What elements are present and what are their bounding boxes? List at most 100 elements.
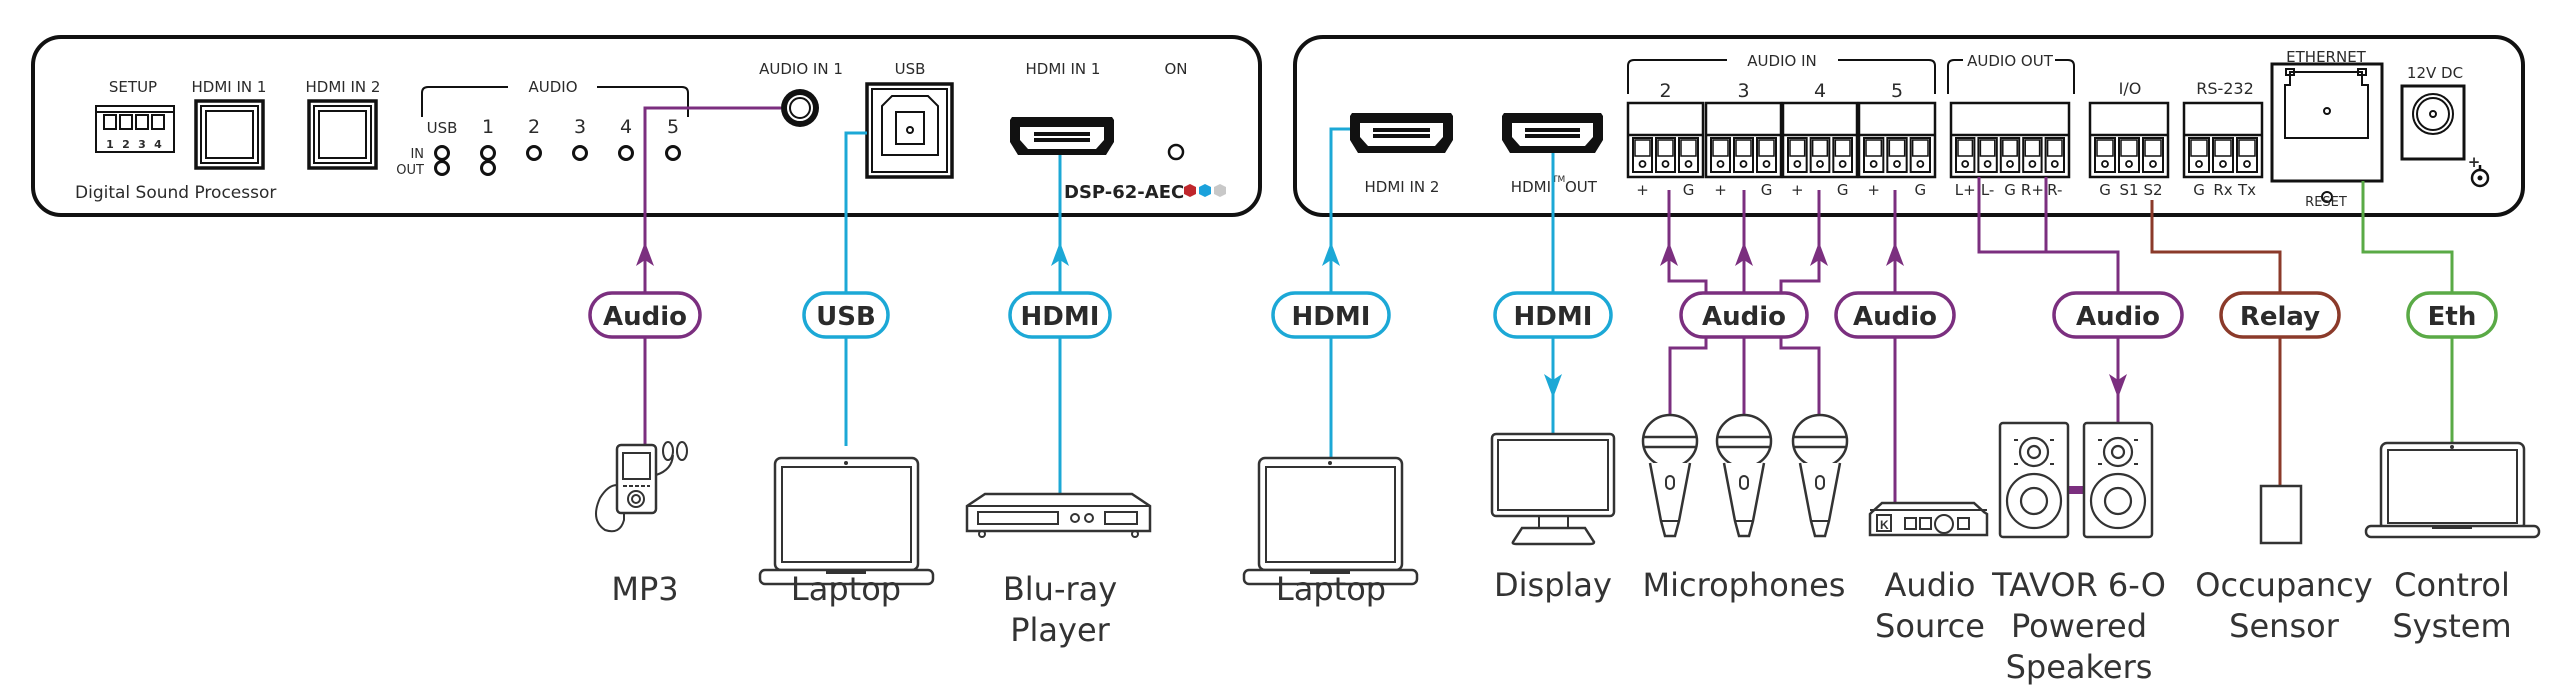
pin-label: + [1791,181,1804,199]
power-jack[interactable]: 12V DC + [2400,64,2490,188]
device-label: Speakers [2006,648,2153,686]
device-label: Microphones [1643,566,1846,604]
brand-dot-red [1184,184,1196,197]
microphones-icon[interactable] [1641,413,1849,538]
bluray-player-icon[interactable] [965,492,1152,538]
microphone-icon [1641,413,1699,538]
audio-source-icon[interactable]: K [1868,501,1989,537]
hdmi-in1-port[interactable]: HDMI IN 1 [1010,60,1114,155]
out-label: OUT [396,163,424,178]
audio-in1-label: AUDIO IN 1 [759,60,843,78]
display-monitor-icon[interactable] [1490,432,1616,546]
pin-label: + [1867,181,1880,199]
signal-pill-audio: Audio [1834,291,1956,339]
device-label: Laptop [1276,570,1386,608]
pin-label: S2 [2143,181,2162,199]
hdmi-in2-port-label: HDMI IN 2 [1365,178,1440,196]
device-label: Sensor [2229,607,2340,645]
model-label: DSP-62-AEC [1064,182,1184,203]
audio-ch-5: 5 [667,116,679,138]
device-label: Display [1494,566,1612,604]
pin-label: G [1837,181,1849,199]
laptop-icon[interactable] [1242,456,1419,586]
device-label: Player [1010,611,1110,649]
device-label: Occupancy [2195,566,2372,604]
hdmi-in1-button-label: HDMI IN 1 [192,78,267,96]
device-label: Powered [2011,607,2147,645]
audio-cable-mic-1b [1668,337,1708,416]
hdmi-in2-select-button[interactable]: HDMI IN 2 [306,78,381,170]
setup-dip-switch[interactable]: SETUP 1 2 3 4 [95,78,175,153]
ethernet-label: ETHERNET [2286,48,2367,66]
signal-pill-label: USB [816,302,876,332]
usb-port[interactable]: USB [865,60,954,179]
brand-dot-gray [1214,184,1226,197]
mp3-player-icon[interactable] [595,441,688,533]
signal-pill-label: HDMI [1514,302,1593,332]
occupancy-sensor-icon[interactable] [2259,484,2303,545]
control-system-laptop-icon[interactable] [2364,441,2541,539]
pin-label: R- [2047,181,2062,199]
hdmi-in2-port[interactable]: HDMI IN 2 [1350,113,1453,196]
front-panel: SETUP 1 2 3 4 HDMI IN 1 HDMI IN 2 Digit [31,35,1262,217]
device-label: System [2392,607,2511,645]
ethernet-port[interactable]: ETHERNET [2270,48,2384,183]
audio-in-channel-number: 4 [1814,80,1826,102]
hdmi-in1-select-button[interactable]: HDMI IN 1 [192,78,267,170]
powered-speakers-icon[interactable] [1998,421,2154,539]
audio-in-4-terminal[interactable]: + G 4 [1781,80,1859,199]
arrow-up-icon [1660,242,1678,266]
arrow-up-icon [1051,242,1069,266]
power-label: 12V DC [2407,64,2463,82]
audio-in1-jack[interactable]: AUDIO IN 1 [759,60,843,127]
audio-in-channel-number: 2 [1659,80,1671,102]
signal-pill-audio: Audio [2052,291,2184,339]
pin-label: R+ [2021,181,2044,199]
hdmi-in1-port-label: HDMI IN 1 [1026,60,1101,78]
relay-cable-sensor [2150,200,2282,486]
signal-pill-hdmi: HDMI [1271,291,1391,339]
signal-pill-label: Relay [2240,302,2320,332]
pin-label: L+ [1955,181,1976,199]
device-label: Blu-ray [1003,570,1117,608]
arrow-up-icon [636,242,654,266]
hdmi-trademark: TM [1551,175,1565,185]
rs232-label: RS-232 [2196,79,2254,98]
arrow-up-icon [1810,242,1828,266]
audio-out-label: AUDIO OUT [1967,52,2054,70]
on-label: ON [1164,60,1187,78]
audio-ch-1: 1 [482,116,494,138]
pin-label: Tx [2237,181,2256,199]
signal-pill-hdmi: HDMI [1008,291,1112,339]
signal-pill-hdmi: HDMI [1493,291,1613,339]
audio-in-3-terminal[interactable]: +G3 [1704,80,1783,199]
hdmi-in2-button-label: HDMI IN 2 [306,78,381,96]
laptop-icon[interactable] [758,456,935,586]
hdmi-out-port[interactable]: HDMI TM OUT [1502,113,1603,196]
audio-in-2-terminal[interactable]: +G2 [1626,80,1705,199]
hdmi-cable-laptop [1329,127,1350,458]
audio-in-terminals: AUDIO IN +G2+G3+G4+G5 [1626,52,1937,199]
arrow-down-icon [2109,374,2127,398]
pin-label: S1 [2119,181,2138,199]
signal-pill-label: HDMI [1292,302,1371,332]
audio-cable-mic-3 [1779,190,1821,293]
audio-in-channel-number: 3 [1737,80,1749,102]
audio-in-5-terminal[interactable]: +G5 [1857,80,1937,199]
device-label: Audio [1885,566,1976,604]
reset-button[interactable]: RESET [2305,191,2347,210]
signal-pill-eth: Eth [2406,291,2498,339]
microphone-icon [1791,413,1849,538]
device-label: MP3 [611,570,678,608]
svg-text:K: K [1880,518,1889,532]
power-polarity-plus: + [2468,153,2481,171]
